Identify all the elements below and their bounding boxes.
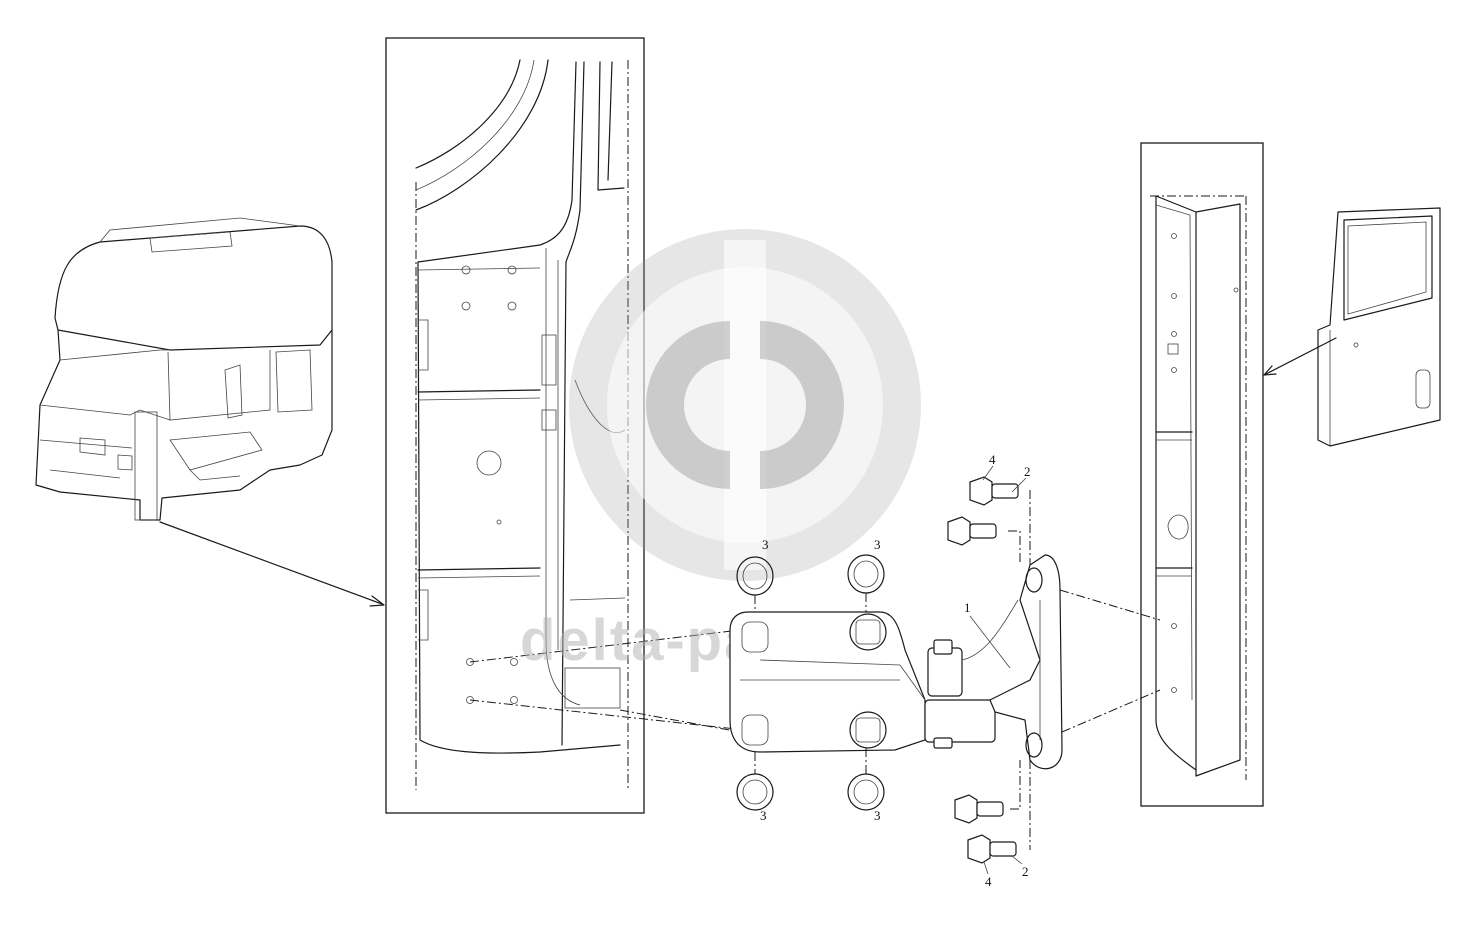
cab-overview: [35, 217, 333, 521]
callout-washer-top-right: 3: [874, 537, 881, 552]
callout-hinge: 1: [964, 600, 971, 615]
watermark-logo: [569, 229, 921, 581]
bolt-lower-1: [954, 794, 1004, 824]
bolt-upper-2: [947, 516, 997, 546]
washer-top-right: [847, 554, 885, 594]
washer-bottom-left: [736, 773, 774, 811]
leader-arrow-door: [1265, 337, 1337, 375]
door-edge-detail: [1150, 195, 1247, 780]
bolt-lower-2: [967, 834, 1017, 864]
washer-bottom-right: [847, 773, 885, 811]
callout-washer-bottom-left: 3: [760, 808, 767, 823]
callout-washer-bottom-right: 3: [874, 808, 881, 823]
door-overview: [1317, 207, 1441, 447]
door-edge-frame: [1140, 142, 1264, 807]
callout-bolt-bottom: 2: [1022, 864, 1029, 879]
callout-nut-bottom: 4: [985, 874, 992, 889]
leader-arrow-cab: [159, 521, 383, 605]
callout-washer-top-left: 3: [762, 537, 769, 552]
callout-nut-top: 4: [989, 452, 996, 467]
hinge-assembly: [729, 554, 1063, 770]
callout-bolt-top: 2: [1024, 464, 1031, 479]
bolt-upper-1: [969, 476, 1019, 506]
